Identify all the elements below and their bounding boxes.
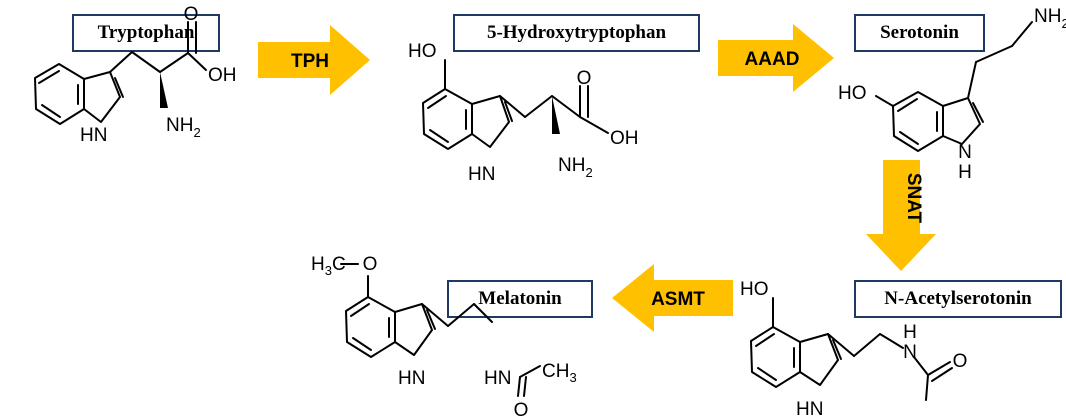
hydroxytryptophan-o: O (577, 68, 592, 89)
melatonin-label: Melatonin (447, 280, 593, 318)
hydroxytryptophan-label: 5-Hydroxytryptophan (453, 14, 700, 52)
serotonin-structure (875, 21, 1033, 152)
tryptophan-nh: HN (80, 125, 107, 146)
melatonin-structure (340, 263, 541, 397)
melatonin-o-carbonyl: O (514, 400, 529, 419)
hydroxytryptophan-structure (422, 59, 609, 150)
asmt-arrow (612, 264, 733, 332)
melatonin-o: O (363, 254, 378, 275)
tph-arrow (258, 25, 370, 95)
tryptophan-o: O (184, 4, 199, 25)
hydroxytryptophan-ho: HO (408, 41, 437, 62)
melatonin-h3c: H3C (311, 254, 346, 278)
hydroxytryptophan-nh2: NH2 (558, 155, 593, 180)
melatonin-ch3: CH3 (542, 361, 577, 385)
tryptophan-structure (34, 21, 207, 125)
tph-label: TPH (291, 51, 329, 72)
tryptophan-oh: OH (208, 65, 237, 86)
hydroxytryptophan-oh: OH (610, 128, 639, 149)
aaad-label: AAAD (745, 49, 800, 70)
aaad-arrow (718, 24, 834, 92)
asmt-label: ASMT (651, 289, 705, 310)
n-acetylserotonin-structure (750, 297, 953, 401)
n-acetylserotonin-label: N-Acetylserotonin (854, 280, 1062, 318)
serotonin-label: Serotonin (854, 14, 985, 52)
n-acetylserotonin-h: H (903, 322, 917, 343)
melatonin-nh: HN (398, 368, 425, 389)
hydroxytryptophan-nh: HN (468, 164, 495, 185)
tryptophan-nh2: NH2 (166, 115, 201, 140)
n-acetylserotonin-o: O (953, 351, 968, 372)
snat-label: SNAT (903, 173, 924, 224)
serotonin-h: H (958, 162, 972, 183)
melatonin-nh-amide: HN (484, 368, 511, 389)
n-acetylserotonin-nh: HN (796, 399, 823, 419)
serotonin-ho: HO (838, 83, 867, 104)
n-acetylserotonin-n: N (903, 342, 917, 363)
snat-arrow (866, 160, 936, 271)
serotonin-nh2: NH2 (1034, 6, 1066, 31)
n-acetylserotonin-ho: HO (740, 279, 769, 300)
serotonin-n: N (958, 142, 972, 163)
